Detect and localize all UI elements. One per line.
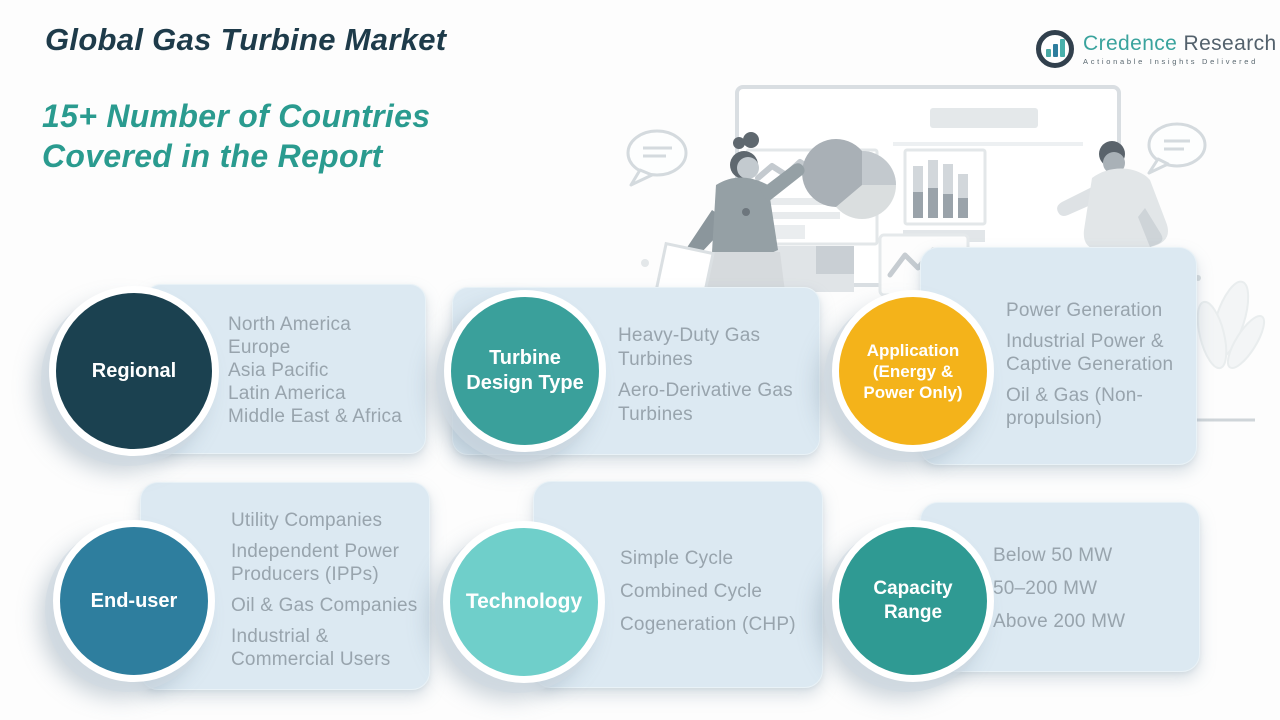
presentation-illustration	[626, 85, 1266, 422]
segment-circle-end-user: End-user	[53, 520, 215, 682]
segment-circle-application: Application (Energy & Power Only)	[832, 290, 994, 452]
segment-label: Capacity	[873, 578, 953, 599]
segment-items-technology: Simple Cycle Combined Cycle Cogeneration…	[620, 547, 825, 646]
segment-item: Industrial Power & Captive Generation	[1006, 331, 1174, 375]
segment-item: 50–200 MW	[993, 578, 1098, 599]
segment-item: Above 200 MW	[993, 611, 1126, 632]
segment-label: Turbine	[489, 347, 561, 369]
segment-items-end-user: Utility Companies Independent Power Prod…	[231, 509, 427, 679]
logo-brand: Credence Research	[1083, 33, 1277, 54]
segment-item: Utility Companies	[231, 510, 383, 531]
person-presenter-right	[1057, 141, 1168, 250]
segment-item: Oil & Gas Companies	[231, 595, 418, 616]
segment-items-capacity-range: Below 50 MW 50–200 MW Above 200 MW	[993, 544, 1193, 643]
speech-bubble-right-icon	[1147, 122, 1207, 175]
segment-item: Heavy-Duty Gas Turbines	[618, 325, 761, 370]
segment-circle-turbine-design-type: Turbine Design Type	[444, 290, 606, 452]
segment-label: Application	[866, 340, 960, 360]
logo-brand-primary: Credence	[1083, 31, 1178, 55]
logo-brand-secondary: Research	[1183, 31, 1277, 55]
segment-label: Design Type	[466, 372, 584, 394]
segment-item: Aero-Derivative Gas Turbines	[618, 380, 793, 425]
segment-item: Middle East & Africa	[228, 406, 403, 427]
segment-item: North America	[228, 314, 351, 335]
segment-item: Below 50 MW	[993, 545, 1113, 566]
segment-label: Technology	[465, 590, 583, 613]
segment-items-turbine-design-type: Heavy-Duty Gas Turbines Aero-Derivative …	[618, 324, 818, 434]
segment-item: Oil & Gas (Non-propulsion)	[1006, 385, 1144, 429]
segment-item: Latin America	[228, 383, 346, 404]
segment-item: Combined Cycle	[620, 581, 763, 602]
credence-research-logo: Credence Research Actionable Insights De…	[1036, 30, 1277, 68]
segment-circle-technology: Technology	[443, 521, 605, 683]
logo-text: Credence Research Actionable Insights De…	[1083, 33, 1277, 66]
page-subtitle-line2: Covered in the Report	[42, 138, 383, 174]
segment-circle-capacity-range: Capacity Range	[832, 520, 994, 682]
segment-items-regional: North America Europe Asia Pacific Latin …	[228, 313, 428, 428]
segment-label: Regional	[91, 360, 177, 382]
segment-circle-regional: Regional	[49, 286, 219, 456]
board-placeholder-block	[816, 246, 854, 274]
segment-label: Power Only)	[863, 382, 963, 402]
segment-item: Cogeneration (CHP)	[620, 614, 796, 635]
page-subtitle-line1: 15+ Number of Countries	[42, 98, 431, 134]
plant-icon	[1190, 275, 1266, 422]
segment-item: Asia Pacific	[228, 360, 329, 381]
logo-tagline: Actionable Insights Delivered	[1083, 56, 1259, 66]
segment-item: Industrial & Commercial Users	[231, 626, 391, 670]
segment-item: Independent Power Producers (IPPs)	[231, 541, 400, 585]
logo-bar-small	[1045, 49, 1051, 57]
logo-bar-chart-icon	[1036, 30, 1074, 68]
segment-label: (Energy &	[872, 361, 954, 381]
segment-items-application: Power Generation Industrial Power & Capt…	[1006, 299, 1196, 438]
logo-bar-medium	[1052, 44, 1058, 57]
segment-item: Europe	[228, 337, 291, 358]
speech-bubble-left-icon	[626, 129, 688, 187]
logo-bar-large	[1059, 39, 1065, 57]
segment-item: Power Generation	[1006, 300, 1163, 321]
pie-chart-icon	[802, 139, 896, 219]
page-title: Global Gas Turbine Market	[45, 22, 447, 57]
segment-item: Simple Cycle	[620, 548, 734, 569]
segment-label: End-user	[90, 589, 178, 612]
segment-label: Range	[883, 602, 943, 623]
